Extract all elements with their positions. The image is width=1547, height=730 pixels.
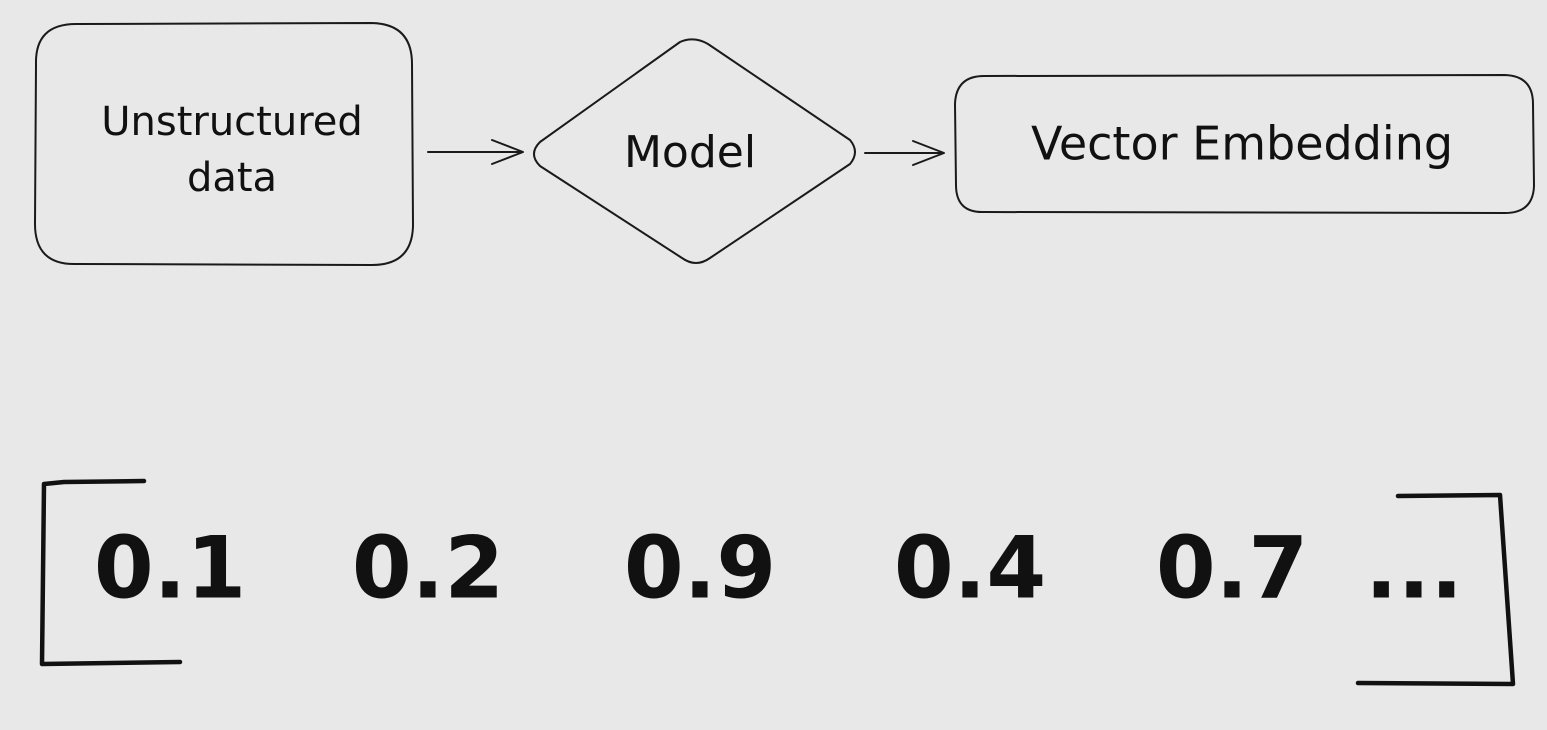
vector-embedding-label: Vector Embedding <box>1031 117 1453 171</box>
arrow-unstructured-to-model <box>427 139 524 165</box>
model-diamond <box>533 38 856 264</box>
vector-embedding-box <box>954 74 1535 214</box>
arrow-model-to-embedding <box>864 140 945 166</box>
unstructured-data-box <box>34 22 414 266</box>
unstructured-data-label-line1: Unstructured <box>101 99 363 145</box>
vector-value-3: 0.9 <box>624 518 776 618</box>
node-model: Model <box>533 38 856 264</box>
node-vector-embedding: Vector Embedding <box>954 74 1535 214</box>
vector-ellipsis: ... <box>1365 518 1463 618</box>
vector-brackets <box>39 478 1516 687</box>
vector-value-4: 0.4 <box>894 518 1046 618</box>
vector-value-5: 0.7 <box>1156 518 1308 618</box>
vector-values: 0.1 0.2 0.9 0.4 0.7 ... <box>94 518 1463 618</box>
vector-value-2: 0.2 <box>352 518 504 618</box>
right-bracket <box>1355 492 1516 687</box>
node-unstructured-data: Unstructured data <box>34 22 414 266</box>
vector-value-1: 0.1 <box>94 518 246 618</box>
left-bracket <box>39 478 183 667</box>
unstructured-data-label-line2: data <box>187 155 277 201</box>
model-label: Model <box>624 127 756 178</box>
